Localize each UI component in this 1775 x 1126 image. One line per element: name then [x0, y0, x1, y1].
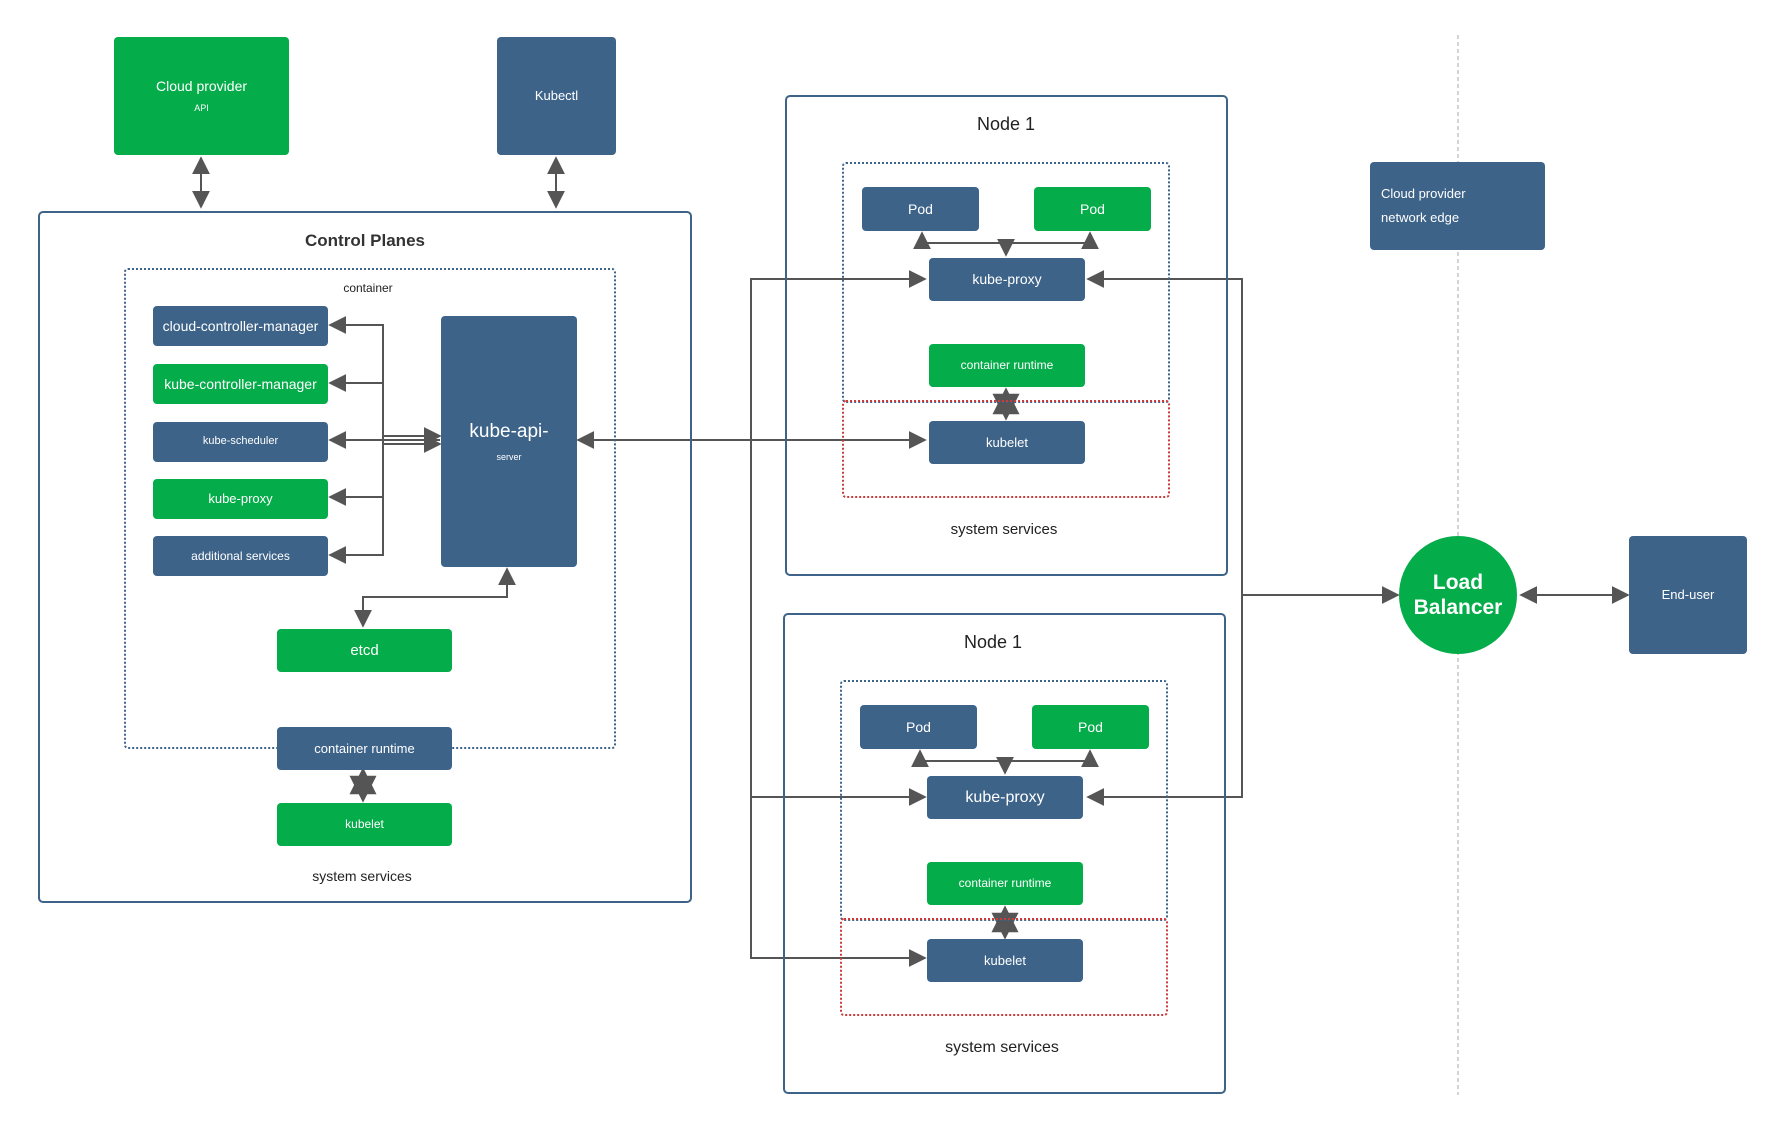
- control-plane-container-label: container: [343, 281, 393, 295]
- node-2-kubelet: kubelet: [927, 939, 1083, 982]
- control-plane-title: Control Planes: [305, 231, 425, 250]
- node-1-container-runtime: container runtime: [929, 344, 1085, 387]
- node-1-kube-proxy-label: kube-proxy: [972, 271, 1042, 288]
- kube-scheduler: kube-scheduler: [153, 422, 328, 462]
- etcd-label: etcd: [350, 641, 379, 659]
- load-balancer-line2: Balancer: [1413, 596, 1503, 619]
- node-1-system-box: [842, 400, 1170, 498]
- node-2-container-runtime: container runtime: [927, 862, 1083, 905]
- kube-api-server-sublabel: server: [496, 451, 522, 462]
- control-plane-system-services: system services: [312, 868, 412, 884]
- node-2-pod-a: Pod: [860, 705, 977, 749]
- control-plane-kubelet: kubelet: [277, 803, 452, 846]
- control-plane-kube-proxy-label: kube-proxy: [208, 491, 273, 507]
- control-plane-container-runtime-label: container runtime: [314, 740, 415, 756]
- etcd: etcd: [277, 629, 452, 672]
- kube-scheduler-label: kube-scheduler: [202, 435, 279, 448]
- control-plane-frame: [38, 211, 692, 903]
- node-1-container-runtime-label: container runtime: [960, 358, 1054, 373]
- node-2-kubelet-label: kubelet: [984, 952, 1026, 968]
- node-1-kubelet-label: kubelet: [986, 434, 1028, 450]
- node-2-system-services: system services: [945, 1039, 1059, 1056]
- additional-services: additional services: [153, 536, 328, 576]
- kube-controller-manager: kube-controller-manager: [153, 364, 328, 404]
- kube-api-server: kube-api- server: [441, 316, 577, 567]
- edge-etcd-api: [354, 567, 516, 628]
- edge-proxy-lb: [1086, 270, 1243, 806]
- cloud-provider-network-edge: Cloud provider network edge: [1370, 162, 1545, 250]
- node-2-kube-proxy: kube-proxy: [927, 776, 1083, 819]
- control-plane-kube-proxy: kube-proxy: [153, 479, 328, 519]
- node-2-pod-b-label: Pod: [1078, 718, 1103, 735]
- node-2-kube-proxy-label: kube-proxy: [965, 788, 1045, 806]
- node-2-container-box: [840, 680, 1168, 921]
- load-balancer-label: Load Balancer: [1414, 570, 1503, 620]
- control-plane-container-runtime: container runtime: [277, 727, 452, 770]
- kubectl: Kubectl: [497, 37, 616, 155]
- node-1-pod-a: Pod: [862, 187, 979, 231]
- node-1-pod-b: Pod: [1034, 187, 1151, 231]
- node-1-kubelet: kubelet: [929, 421, 1085, 464]
- kube-controller-manager-label: kube-controller-manager: [164, 375, 317, 392]
- end-user-label: End-user: [1661, 587, 1715, 603]
- node-2-system-box: [840, 918, 1168, 1016]
- cloud-controller-manager: cloud-controller-manager: [153, 306, 328, 346]
- kubectl-label: Kubectl: [534, 88, 579, 104]
- node-1-pod-b-label: Pod: [1080, 200, 1105, 217]
- load-balancer: Load Balancer: [1399, 536, 1517, 654]
- node-1-frame: [785, 95, 1228, 576]
- node-1-title: Node 1: [976, 114, 1036, 134]
- node-1-pod-a-label: Pod: [908, 200, 933, 217]
- node-1-container-box: [842, 162, 1170, 403]
- node-2-pod-b: Pod: [1032, 705, 1149, 749]
- cloud-controller-manager-label: cloud-controller-manager: [162, 317, 319, 334]
- cloud-provider-api: Cloud provider API: [114, 37, 289, 155]
- load-balancer-line1: Load: [1432, 570, 1484, 594]
- end-user: End-user: [1629, 536, 1747, 654]
- network-edge-line1: Cloud provider: [1381, 186, 1466, 202]
- cloud-provider-api-label: Cloud provider: [155, 78, 248, 95]
- kube-api-server-label: kube-api-: [469, 420, 549, 442]
- network-edge-line2: network edge: [1381, 210, 1460, 225]
- cloud-provider-api-sublabel: API: [194, 103, 209, 113]
- additional-services-label: additional services: [191, 548, 290, 563]
- node-2-frame: [783, 613, 1226, 1094]
- node-2-pod-a-label: Pod: [906, 718, 931, 735]
- node-1-system-services: system services: [950, 521, 1058, 538]
- node-2-title: Node 1: [963, 632, 1023, 652]
- node-1-kube-proxy: kube-proxy: [929, 258, 1085, 301]
- control-plane-kubelet-label: kubelet: [345, 817, 384, 832]
- node-2-container-runtime-label: container runtime: [958, 876, 1052, 891]
